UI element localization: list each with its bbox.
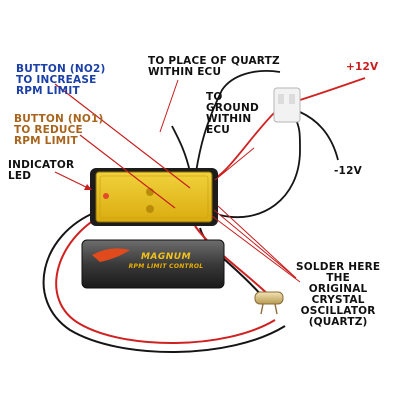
label-line: OSCILLATOR — [300, 305, 376, 317]
magnum-brand-text: MAGNUM RPM LIMIT CONTROL — [112, 252, 220, 270]
label-line: THE — [326, 272, 350, 284]
pointer-solder-c — [211, 215, 301, 283]
label-text: +12V — [346, 61, 379, 73]
label-line: SOLDER HERE — [296, 261, 381, 273]
label-line: TO INCREASE — [16, 74, 97, 86]
indicator-led-icon — [103, 193, 109, 199]
pointer-button-no1 — [79, 134, 176, 209]
label-line: TO — [206, 91, 223, 103]
label-button-reduce: BUTTON (NO1) TO REDUCE RPM LIMIT — [14, 114, 103, 147]
label-line: (QUARTZ) — [308, 316, 368, 328]
label-line: GROUND — [206, 102, 259, 114]
label-to-ground: TO GROUND WITHIN ECU — [206, 92, 259, 136]
label-line: TO PLACE OF QUARTZ — [148, 55, 280, 67]
label-line: WITHIN ECU — [148, 66, 222, 78]
loop-wires — [42, 211, 286, 353]
brand-subtitle: RPM LIMIT CONTROL — [128, 263, 204, 270]
label-button-increase: BUTTON (NO2) TO INCREASE RPM LIMIT — [16, 64, 105, 97]
label-line: BUTTON (NO1) — [14, 113, 104, 125]
label-indicator-led: INDICATOR LED — [8, 160, 74, 182]
pointer-ground — [214, 147, 255, 181]
brand-title: MAGNUM — [140, 252, 192, 262]
label-line: ORIGINAL — [308, 283, 368, 295]
pointer-quartz — [159, 79, 179, 133]
label-line: WITHIN — [206, 113, 252, 125]
label-plus-12v: +12V — [346, 62, 378, 73]
label-solder-here: SOLDER HERE THE ORIGINAL CRYSTAL OSCILLA… — [296, 262, 380, 328]
power-wires — [214, 111, 301, 219]
label-place-of-quartz: TO PLACE OF QUARTZ WITHIN ECU — [148, 56, 280, 78]
label-line: TO REDUCE — [14, 124, 83, 136]
label-line: LED — [8, 170, 32, 182]
pointer-led — [54, 171, 89, 189]
connector-wires — [299, 77, 366, 161]
pointer-lines — [54, 79, 301, 283]
ecu-quartz-wires — [171, 70, 281, 173]
power-connector — [273, 87, 301, 123]
pointer-led-arrowhead — [84, 184, 92, 190]
pointer-button-no2 — [54, 83, 191, 189]
label-line: INDICATOR — [8, 159, 75, 171]
magnum-case — [81, 239, 225, 289]
pointer-solder-a — [213, 209, 297, 279]
crystal-oscillator — [254, 291, 284, 315]
label-line: BUTTON (NO2) — [16, 63, 106, 75]
label-line: ECU — [206, 124, 231, 136]
label-line: RPM LIMIT — [14, 135, 78, 147]
button-no1-icon[interactable] — [146, 205, 154, 213]
label-line: CRYSTAL — [311, 294, 365, 306]
label-line: RPM LIMIT — [16, 85, 80, 97]
pcb-module — [90, 168, 218, 226]
pointer-solder-b — [217, 205, 297, 279]
label-minus-12v: -12V — [334, 166, 362, 177]
label-text: -12V — [334, 165, 362, 177]
